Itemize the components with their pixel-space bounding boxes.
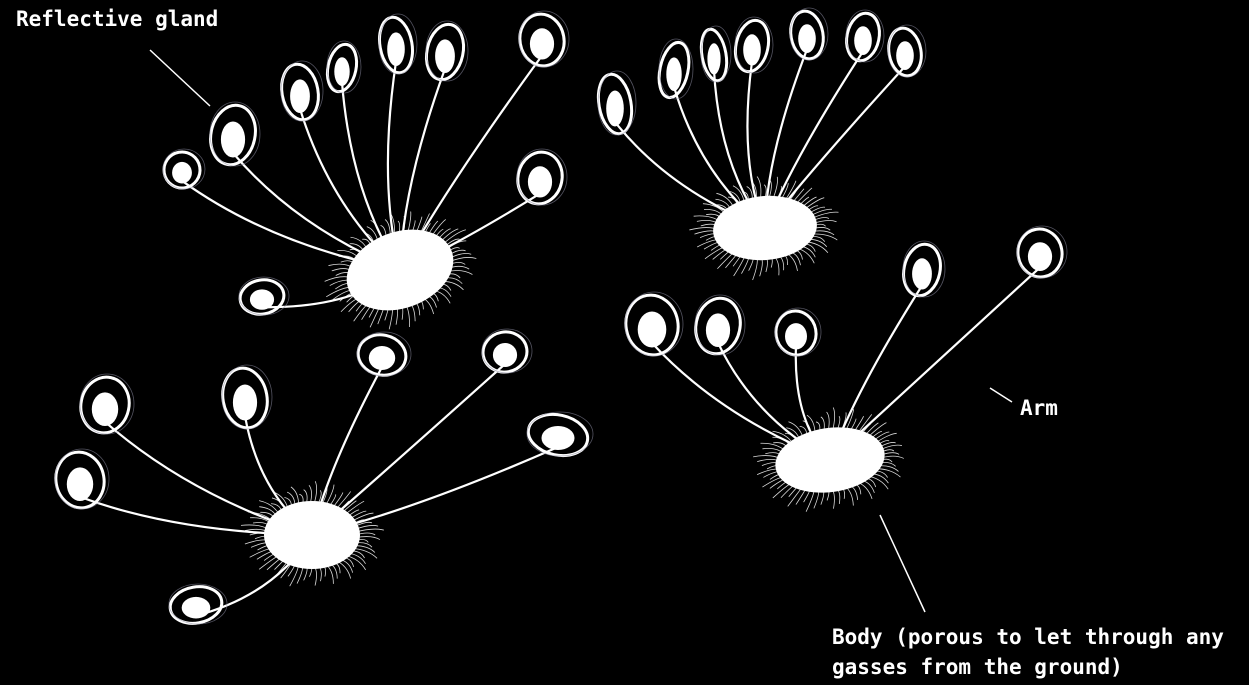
label-body-line-1: Body (porous to let through any (832, 622, 1224, 652)
reflective-gland-core (67, 467, 93, 501)
reflective-gland-core (798, 24, 816, 53)
leader-line-body (880, 515, 925, 612)
body-hair (757, 176, 762, 199)
reflective-gland-core (369, 346, 395, 370)
reflective-gland-core (707, 43, 720, 74)
reflective-gland-core (706, 313, 730, 347)
label-arm: Arm (1020, 393, 1058, 423)
reflective-gland-core (1028, 242, 1052, 271)
body-hair (751, 257, 759, 280)
creature-body (264, 501, 360, 569)
reflective-gland-core (435, 39, 455, 73)
reflective-gland-core (638, 312, 667, 348)
reflective-gland-core (334, 57, 349, 86)
leader-line-reflective-gland (150, 50, 210, 106)
reflective-gland-core (387, 32, 405, 66)
reflective-gland-core (606, 91, 624, 127)
reflective-gland-core (896, 41, 914, 70)
reflective-gland-core (290, 79, 310, 113)
reflective-gland-core (785, 323, 807, 349)
label-body: Body (porous to let through any gasses f… (832, 622, 1224, 682)
label-reflective-gland: Reflective gland (16, 4, 218, 34)
body-hair (314, 481, 317, 504)
reflective-gland-core (250, 289, 274, 309)
label-body-line-2: gasses from the ground) (832, 652, 1224, 682)
reflective-gland-core (530, 28, 554, 59)
reflective-gland-core (233, 385, 257, 421)
reflective-gland-core (854, 26, 872, 55)
leader-line-arm (990, 388, 1012, 402)
reflective-gland-core (92, 392, 118, 426)
reflective-gland-core (182, 597, 211, 619)
reflective-gland-core (172, 162, 192, 184)
reflective-gland-core (743, 34, 761, 65)
body-hair (829, 407, 837, 430)
reflective-gland-core (912, 258, 932, 289)
reflective-gland-core (221, 122, 245, 158)
reflective-gland-core (666, 57, 681, 91)
reflective-gland-core (542, 426, 575, 450)
body-hair (771, 177, 779, 199)
reflective-gland-core (528, 166, 552, 197)
reflective-gland-core (493, 343, 517, 367)
